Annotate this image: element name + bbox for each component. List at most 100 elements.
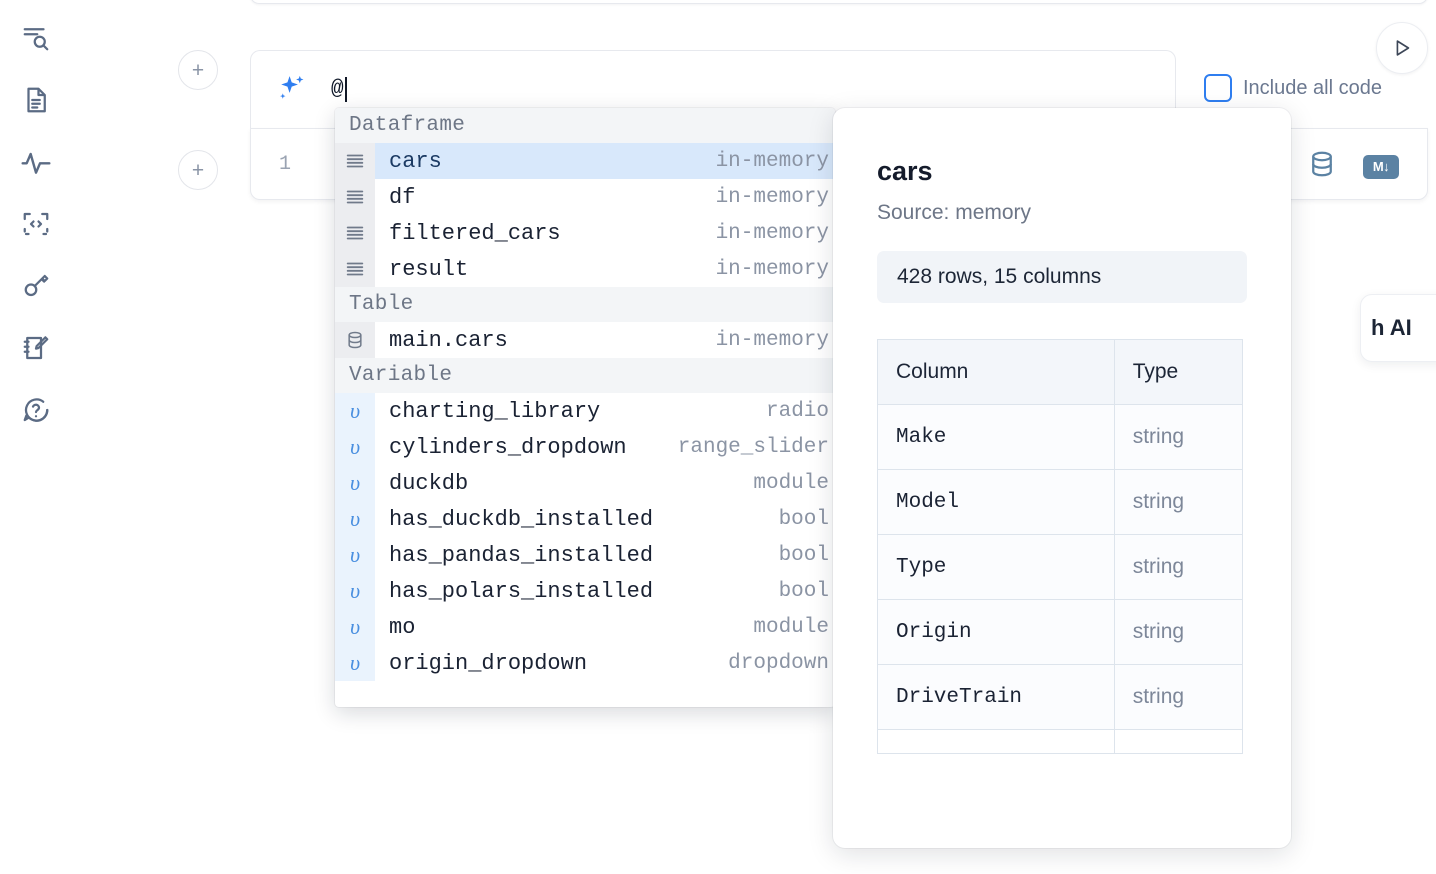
- autocomplete-item-body: has_pandas_installed bool: [375, 537, 835, 573]
- include-all-code-row[interactable]: Include all code: [1204, 74, 1382, 102]
- autocomplete-item[interactable]: result in-memory: [335, 251, 835, 287]
- markdown-badge[interactable]: M↓: [1363, 154, 1399, 179]
- autocomplete-item-name: cars: [389, 148, 442, 174]
- run-button[interactable]: [1376, 22, 1428, 74]
- key-icon[interactable]: [14, 264, 58, 308]
- variable-icon: υ: [335, 609, 375, 645]
- docs-source: Source: memory: [877, 201, 1032, 224]
- autocomplete-item-body: duckdb module: [375, 465, 835, 501]
- autocomplete-item-kind: bool: [778, 507, 829, 531]
- autocomplete-item[interactable]: cars in-memory: [335, 143, 835, 179]
- autocomplete-item-kind: in-memory: [715, 149, 829, 173]
- autocomplete-item[interactable]: υ cylinders_dropdown range_slider: [335, 429, 835, 465]
- autocomplete-section-header: Table: [335, 287, 835, 322]
- column-type-cell: string: [1113, 469, 1244, 535]
- table-header-row: Column Type: [877, 339, 1244, 405]
- autocomplete-item-kind: in-memory: [715, 328, 829, 352]
- autocomplete-item-body: charting_library radio: [375, 393, 835, 429]
- autocomplete-item-name: has_polars_installed: [389, 578, 654, 604]
- run-controls: [1376, 22, 1436, 74]
- sparkle-icon: [273, 72, 309, 108]
- autocomplete-item-body: mo module: [375, 609, 835, 645]
- add-cell-button-below[interactable]: +: [178, 150, 218, 190]
- variable-icon: υ: [335, 645, 375, 681]
- autocomplete-item-kind: module: [753, 471, 829, 495]
- explore-search-icon[interactable]: [14, 16, 58, 60]
- chat-with-ai-button[interactable]: h AI: [1360, 294, 1436, 362]
- variable-icon: υ: [335, 573, 375, 609]
- dataframe-icon: [335, 251, 375, 287]
- column-name-cell: Type: [877, 534, 1115, 600]
- autocomplete-item-kind: in-memory: [715, 257, 829, 281]
- autocomplete-item-body: has_duckdb_installed bool: [375, 501, 835, 537]
- table-row: [877, 729, 1244, 754]
- autocomplete-item-name: result: [389, 256, 469, 282]
- autocomplete-item-name: has_duckdb_installed: [389, 506, 654, 532]
- ai-prompt-value: @: [331, 78, 344, 101]
- type-header: Type: [1113, 339, 1244, 405]
- autocomplete-item-kind: bool: [778, 579, 829, 603]
- autocomplete-item-name: duckdb: [389, 470, 469, 496]
- autocomplete-item-body: result in-memory: [375, 251, 835, 287]
- cell-toolbar: Include all code: [1176, 22, 1436, 128]
- text-caret: [344, 77, 347, 102]
- add-cell-button-above[interactable]: +: [178, 50, 218, 90]
- dataframe-icon: [335, 179, 375, 215]
- completion-docs-panel: cars Source: memory 428 rows, 15 columns…: [833, 108, 1291, 848]
- autocomplete-item-name: mo: [389, 614, 416, 640]
- document-icon[interactable]: [14, 78, 58, 122]
- autocomplete-item[interactable]: υ has_pandas_installed bool: [335, 537, 835, 573]
- variable-icon: υ: [335, 501, 375, 537]
- autocomplete-item[interactable]: υ charting_library radio: [335, 393, 835, 429]
- include-all-code-checkbox[interactable]: [1204, 74, 1232, 102]
- autocomplete-item-kind: bool: [778, 543, 829, 567]
- autocomplete-section-header: Variable: [335, 358, 835, 393]
- autocomplete-item[interactable]: υ has_duckdb_installed bool: [335, 501, 835, 537]
- variable-icon: υ: [335, 393, 375, 429]
- code-snippet-icon[interactable]: [14, 202, 58, 246]
- column-name-cell: Model: [877, 469, 1115, 535]
- autocomplete-item[interactable]: υ has_polars_installed bool: [335, 573, 835, 609]
- column-type-cell: string: [1113, 404, 1244, 470]
- autocomplete-item-kind: range_slider: [677, 435, 829, 459]
- column-name-cell: Make: [877, 404, 1115, 470]
- sidebar-rail: [0, 0, 72, 874]
- activity-icon[interactable]: [14, 140, 58, 184]
- autocomplete-item-name: has_pandas_installed: [389, 542, 654, 568]
- ai-prompt-input[interactable]: @: [331, 51, 1153, 128]
- scratchpad-icon[interactable]: [14, 326, 58, 370]
- autocomplete-item-name: cylinders_dropdown: [389, 434, 627, 460]
- autocomplete-item-name: charting_library: [389, 398, 601, 424]
- autocomplete-item-kind: module: [753, 615, 829, 639]
- column-name-cell: Origin: [877, 599, 1115, 665]
- autocomplete-item-name: df: [389, 184, 416, 210]
- database-icon[interactable]: [1307, 149, 1337, 184]
- variable-icon: υ: [335, 537, 375, 573]
- cell-icon-group: M↓: [1307, 149, 1399, 184]
- autocomplete-item-body: cars in-memory: [375, 143, 835, 179]
- variable-icon: υ: [335, 429, 375, 465]
- autocomplete-item-kind: radio: [765, 399, 829, 423]
- previous-cell-stub: [250, 0, 1428, 4]
- variable-icon: υ: [335, 465, 375, 501]
- line-number: 1: [279, 153, 292, 176]
- column-type-cell: string: [1113, 534, 1244, 600]
- docs-shape-badge: 428 rows, 15 columns: [877, 251, 1247, 303]
- autocomplete-item-body: has_polars_installed bool: [375, 573, 835, 609]
- help-chat-icon[interactable]: [14, 388, 58, 432]
